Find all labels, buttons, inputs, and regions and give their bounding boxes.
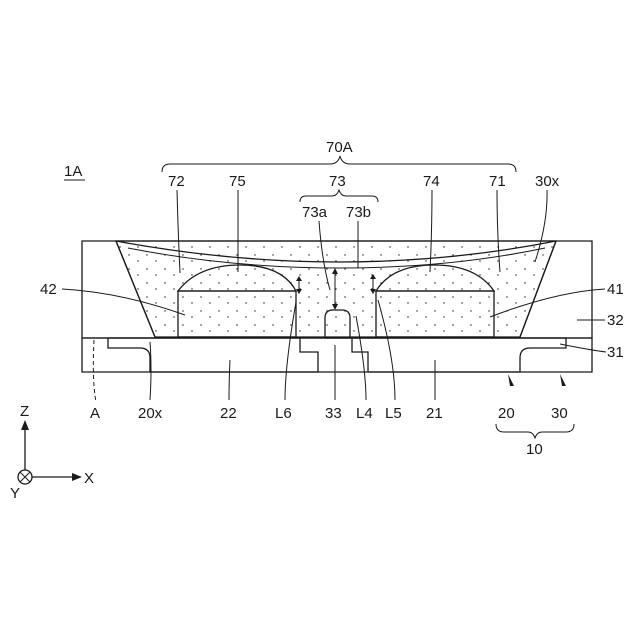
label-73a: 73a [302, 204, 328, 221]
label-21: 21 [426, 405, 443, 422]
lens-region [116, 241, 556, 337]
brace-10 [496, 424, 574, 438]
label-10: 10 [526, 441, 543, 458]
label-32: 32 [607, 312, 624, 329]
label-75: 75 [229, 173, 246, 190]
lead-21 [352, 338, 566, 372]
label-a: A [90, 405, 100, 422]
label-73: 73 [329, 173, 346, 190]
brace-73 [300, 190, 378, 202]
figure-id: 1A [64, 163, 82, 180]
label-22: 22 [220, 405, 237, 422]
label-20x: 20x [138, 405, 163, 422]
label-41: 41 [607, 281, 624, 298]
label-71: 71 [489, 173, 506, 190]
arrow-20 [508, 374, 514, 386]
label-33: 33 [325, 405, 342, 422]
body-31 [82, 338, 592, 372]
label-73b: 73b [346, 204, 371, 221]
axis-x-label: X [84, 470, 94, 487]
label-70a: 70A [326, 139, 353, 156]
label-30: 30 [551, 405, 568, 422]
label-20: 20 [498, 405, 515, 422]
label-31: 31 [607, 344, 624, 361]
label-l5: L5 [385, 405, 402, 422]
label-l4: L4 [356, 405, 373, 422]
brace-70a [162, 156, 516, 172]
label-72: 72 [168, 173, 185, 190]
label-74: 74 [423, 173, 440, 190]
label-42: 42 [40, 281, 57, 298]
label-30x: 30x [535, 173, 560, 190]
reference-line-a [93, 340, 96, 402]
label-l6: L6 [275, 405, 292, 422]
axis-y-label: Y [10, 485, 20, 502]
arrow-30 [560, 374, 566, 386]
axis-z-label: Z [20, 403, 29, 420]
axis-indicator: Z X Y [10, 403, 94, 502]
